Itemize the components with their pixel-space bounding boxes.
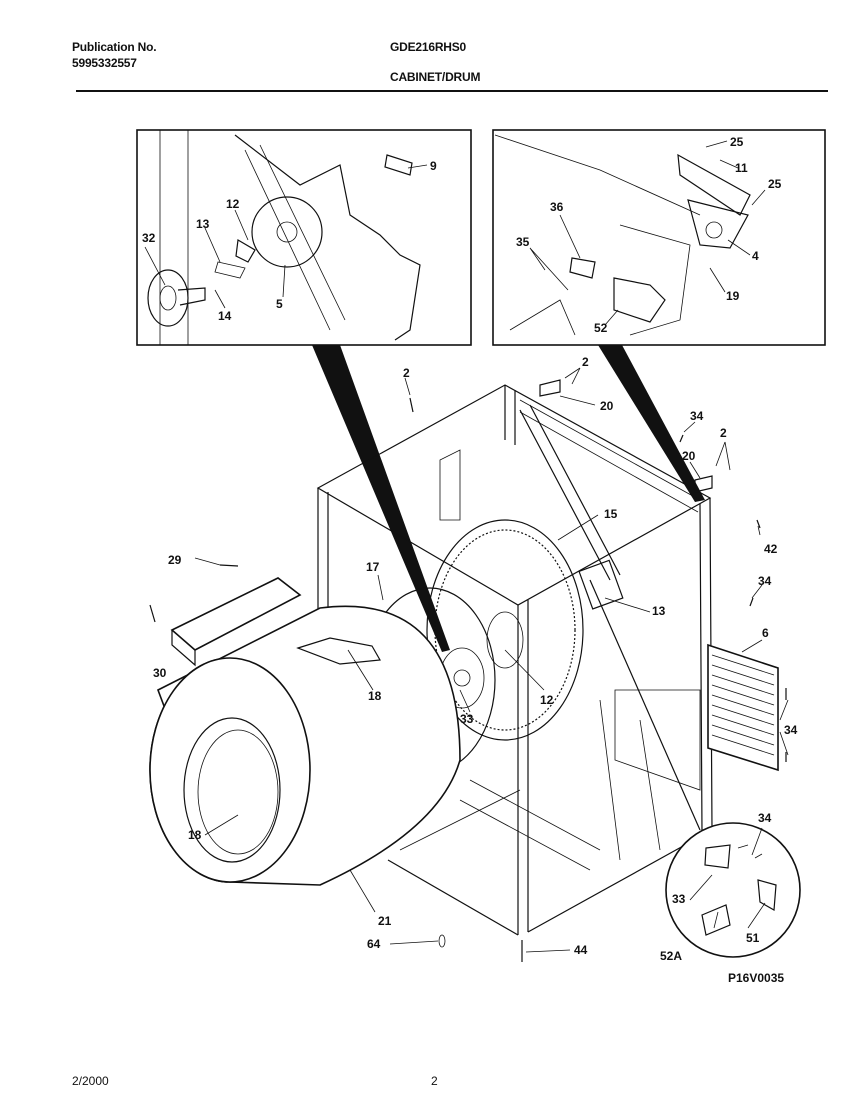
callout-21: 21 <box>378 914 392 928</box>
callout-44: 44 <box>574 943 588 957</box>
callout-32: 33 <box>460 712 474 726</box>
callout-36: 36 <box>550 200 564 214</box>
callout-12-inset: 12 <box>226 197 240 211</box>
callout-30: 30 <box>153 666 167 680</box>
callout-20-right: 20 <box>682 449 696 463</box>
callout-2-top: 2 <box>403 366 410 380</box>
callout-18-top: 18 <box>368 689 382 703</box>
callout-2-right: 2 <box>720 426 727 440</box>
left-inset-pointer <box>312 345 450 652</box>
callout-5: 5 <box>276 297 283 311</box>
callout-19: 19 <box>726 289 740 303</box>
publication-label: Publication No. <box>72 40 157 54</box>
leader-lines <box>144 140 789 953</box>
right-inset-pointer <box>598 345 705 502</box>
screws <box>149 379 787 962</box>
callout-51: 51 <box>746 931 760 945</box>
callout-labels: 9 32 13 12 14 5 25 11 25 36 35 4 19 52 2… <box>142 135 798 985</box>
callout-64: 64 <box>367 937 381 951</box>
callout-13-inset: 13 <box>196 217 210 231</box>
callout-6: 9 <box>430 159 437 173</box>
drum-rear-and-belt <box>426 404 701 831</box>
callout-11: 11 <box>735 161 748 175</box>
callout-13: 13 <box>652 604 666 618</box>
header-rule <box>76 90 828 92</box>
front-trim-bracket <box>170 577 302 667</box>
drum <box>149 605 461 886</box>
rear-panel-grille <box>707 643 779 772</box>
callout-52: 52 <box>594 321 608 335</box>
callout-29: 29 <box>168 553 182 567</box>
left-detail-inset <box>136 129 472 346</box>
callout-18: 18 <box>188 828 202 842</box>
callout-34-grille: 34 <box>784 723 798 737</box>
footer-page-number: 2 <box>431 1074 438 1088</box>
footer-date: 2/2000 <box>72 1074 109 1088</box>
callout-17: 17 <box>366 560 380 574</box>
callout-15: 15 <box>604 507 618 521</box>
callout-2-rear: 2 <box>582 355 589 369</box>
callout-52a: 52A <box>660 949 682 963</box>
callout-33: 33 <box>672 892 686 906</box>
callout-25: 25 <box>768 177 782 191</box>
callout-14: 14 <box>218 309 232 323</box>
section-title: CABINET/DRUM <box>390 70 481 84</box>
callout-35: 35 <box>516 235 530 249</box>
figure-code: P16V0035 <box>728 971 784 985</box>
callout-9: 6 <box>762 626 769 640</box>
callout-32-inset: 32 <box>142 231 156 245</box>
right-detail-inset <box>492 129 826 346</box>
callout-12: 12 <box>540 693 554 707</box>
callout-42: 42 <box>764 542 778 556</box>
callout-34-circle: 34 <box>758 811 772 825</box>
callout-25-top: 25 <box>730 135 744 149</box>
callout-4: 4 <box>752 249 759 263</box>
switch-detail-circle <box>665 822 801 958</box>
callout-34-mid: 34 <box>758 574 772 588</box>
callout-20-top: 20 <box>600 399 614 413</box>
model-number: GDE216RHS0 <box>390 40 467 54</box>
callout-34-top: 34 <box>690 409 704 423</box>
publication-number: 5995332557 <box>72 56 137 70</box>
